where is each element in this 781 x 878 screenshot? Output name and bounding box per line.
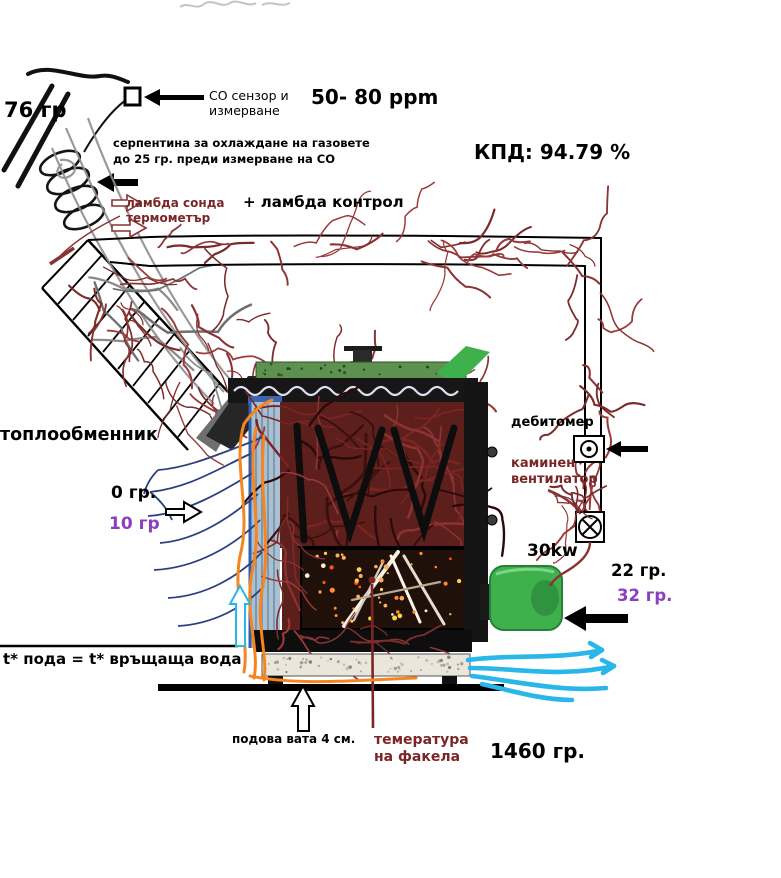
return-water-lines xyxy=(465,640,617,703)
chimney-pipe xyxy=(1,67,130,189)
flow-meter-label: дебитомер xyxy=(511,415,594,430)
floor-equation-label: t* пода = t* връщаща вода xyxy=(3,650,242,668)
chimney-stub xyxy=(353,350,372,364)
temp-10-label: 10 гр xyxy=(109,514,160,534)
auger-wave xyxy=(233,385,459,397)
chimney-fan-label: каминен вентилатор xyxy=(511,456,598,487)
smoke-lines xyxy=(50,117,233,405)
floor-wool-arrow xyxy=(290,683,316,732)
door-hinge-top xyxy=(486,446,498,458)
flame-temp-label: темература на факела xyxy=(374,732,469,766)
co-sensor-label: СО сензор и измерване xyxy=(209,88,289,119)
burner-arrow xyxy=(564,606,628,631)
zero-deg-arrow xyxy=(165,500,203,524)
lambda-control-label: + ламбда контрол xyxy=(243,193,404,211)
floor-wool-strip xyxy=(261,653,471,677)
temp-22-label: 22 гр. xyxy=(611,561,667,580)
cold-water-lines xyxy=(143,435,267,627)
fan-area-scribbles xyxy=(548,478,608,564)
fan-device xyxy=(575,511,605,543)
boiler-top-green xyxy=(255,361,467,380)
leg-right xyxy=(442,676,457,686)
ppm-range-label: 50- 80 ppm xyxy=(311,85,439,109)
flame-temp-pointer xyxy=(368,576,376,729)
serpentine-arrow xyxy=(97,173,138,192)
lambda-arrow-2 xyxy=(111,217,148,239)
burner xyxy=(480,565,563,631)
floor-line xyxy=(158,684,504,691)
temp-76-label: 76 гр xyxy=(4,98,67,122)
heat-tubes xyxy=(293,422,458,544)
chimney-stub-cap xyxy=(344,346,382,351)
lambda-arrow-1 xyxy=(111,193,143,213)
flue-gas-scribbles-duct xyxy=(68,257,276,466)
flow-meter-device xyxy=(573,435,605,463)
co-sensor-arrow xyxy=(144,89,204,106)
top-right-green-part xyxy=(436,346,490,382)
temp-32-label: 32 гр. xyxy=(617,586,673,605)
flow-meter-arrow xyxy=(606,441,648,457)
efficiency-label: КПД: 94.79 % xyxy=(474,140,631,164)
boiler xyxy=(158,346,506,691)
left-panel-cap xyxy=(248,396,282,404)
left-edge-scribbles xyxy=(250,426,339,651)
floor-wool-speckles xyxy=(267,655,464,674)
co-sensor-box xyxy=(123,86,142,107)
flue-channel xyxy=(87,234,602,512)
boiler-base xyxy=(254,630,472,652)
faint-handwriting xyxy=(179,0,291,8)
hollow-arrows xyxy=(111,193,316,732)
door-hinge-bottom xyxy=(486,514,498,526)
power-label: 30kw xyxy=(527,541,578,561)
lambda-probe-line xyxy=(49,215,121,266)
lambda-probe-label: ламбда сонда термометър xyxy=(126,196,225,225)
serpentine-note: серпентина за охлаждане на газовете до 2… xyxy=(113,136,370,166)
heat-exchanger-label: топлообменник xyxy=(0,425,158,445)
floor-wool-label: подова вата 4 см. xyxy=(232,732,356,746)
temp-0-label: 0 гр. xyxy=(111,483,157,503)
temp-1460-label: 1460 гр. xyxy=(490,739,585,763)
cyan-up-arrow xyxy=(228,583,252,647)
